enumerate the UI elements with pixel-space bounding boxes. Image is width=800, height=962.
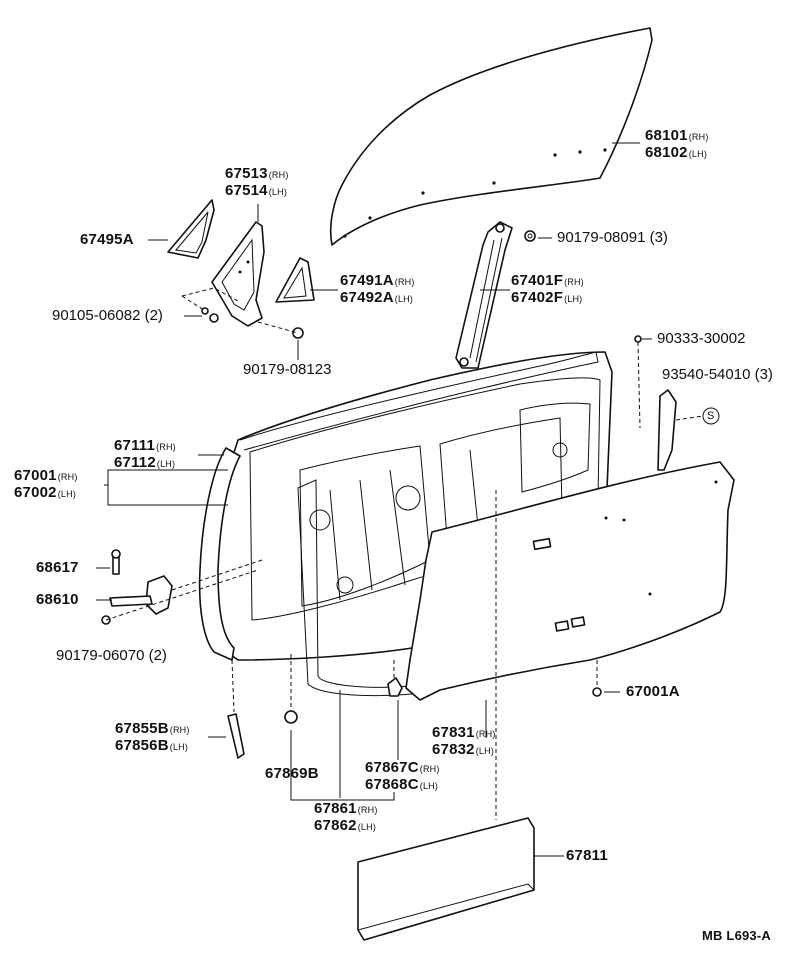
lower-small-parts-drawing xyxy=(227,490,497,820)
label-door-frame: 67111(RH) 67112(LH) xyxy=(114,437,176,471)
label-plug: 67869B xyxy=(265,765,319,782)
label-hinge-pin: 68617 xyxy=(36,559,79,576)
label-clip-top: 90333-30002 xyxy=(657,330,746,347)
footer-code: MB L693-A xyxy=(702,928,771,943)
label-screw-s: 93540-54010 (3) xyxy=(662,366,773,383)
label-side-seal: 67855B(RH) 67856B(LH) xyxy=(115,720,190,754)
service-cover-drawing xyxy=(357,817,535,941)
label-service-cover: 67811 xyxy=(566,847,608,864)
label-trim-board: 67831(RH) 67832(LH) xyxy=(432,724,496,758)
s-mark: S xyxy=(707,410,715,422)
corner-piece-drawing xyxy=(275,257,315,303)
right-side-parts-drawing xyxy=(592,335,720,697)
vent-glass-drawing xyxy=(167,199,215,259)
trim-board-drawing xyxy=(405,461,735,701)
label-weatherstrip-clip: 67867C(RH) 67868C(LH) xyxy=(365,759,440,793)
label-clip-right: 67001A xyxy=(626,683,680,700)
label-door-panel: 67001(RH) 67002(LH) xyxy=(14,467,78,501)
leader-lines xyxy=(96,142,652,857)
door-glass-drawing xyxy=(329,27,653,246)
label-hinge: 68610 xyxy=(36,591,79,608)
label-regulator: 67401F(RH) 67402F(LH) xyxy=(511,272,584,306)
label-vent-bolt: 90105-06082 (2) xyxy=(52,307,163,324)
hinge-parts-drawing xyxy=(101,549,263,625)
label-vent-glass: 67495A xyxy=(80,231,134,248)
label-hinge-nut: 90179-06070 (2) xyxy=(56,647,167,664)
label-vent-frame: 67513(RH) 67514(LH) xyxy=(225,165,289,199)
label-glass-bolt: 90179-08091 (3) xyxy=(557,229,668,246)
glass-bolt-drawing xyxy=(524,230,536,242)
label-door-glass: 68101(RH) 68102(LH) xyxy=(645,127,709,161)
label-vent-nut: 90179-08123 xyxy=(243,361,332,378)
label-corner-piece: 67491A(RH) 67492A(LH) xyxy=(340,272,415,306)
vent-frame-drawing xyxy=(211,221,265,327)
regulator-drawing xyxy=(455,221,513,369)
vent-fasteners-drawing xyxy=(181,287,304,339)
label-weatherstrip: 67861(RH) 67862(LH) xyxy=(314,800,378,834)
